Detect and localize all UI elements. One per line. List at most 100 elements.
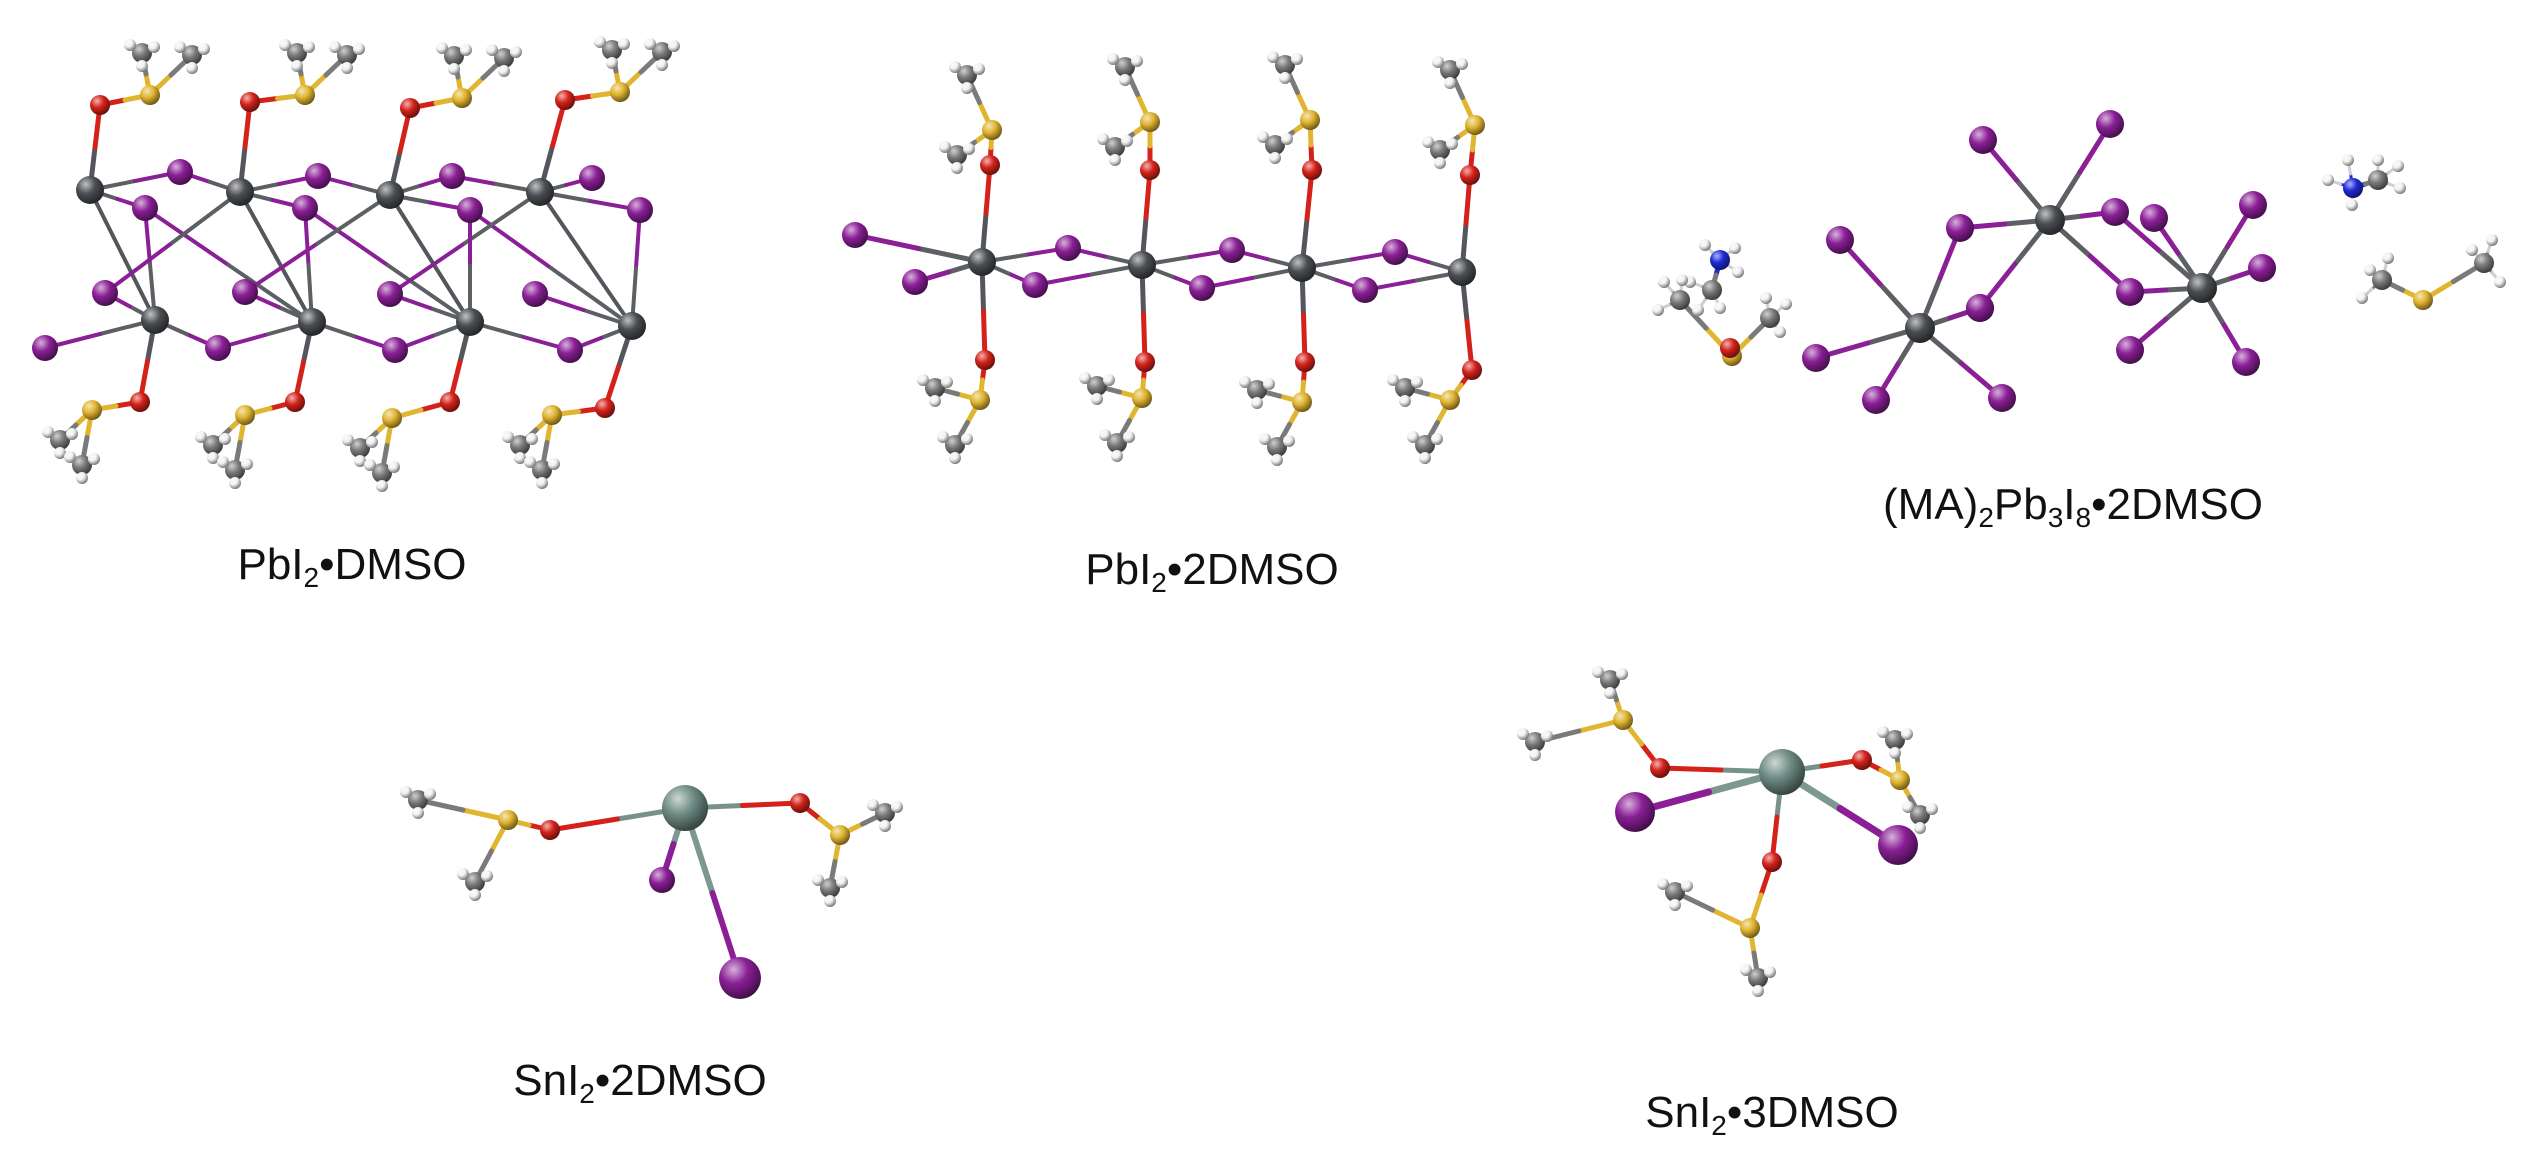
atom-h: [961, 82, 973, 94]
atom-o: [975, 350, 995, 370]
atom-c: [372, 463, 392, 483]
atom-c: [957, 65, 977, 85]
atom-h: [1431, 433, 1443, 445]
atom-i: [457, 197, 483, 223]
atom-h: [2356, 292, 2368, 304]
atom-h: [879, 820, 891, 832]
atom-c: [1430, 140, 1450, 160]
bond: [468, 208, 553, 270]
atom-i: [1615, 792, 1655, 832]
atom-h: [929, 395, 941, 407]
atom-c: [50, 430, 70, 450]
atom-c: [182, 45, 202, 65]
atom-h: [1780, 298, 1792, 310]
atom-h: [961, 433, 973, 445]
atom-s: [140, 85, 160, 105]
atom-h: [1291, 53, 1303, 65]
atom-h: [376, 480, 388, 492]
panel-sni2-2dmso: SnI2•2DMSO: [340, 700, 960, 1140]
caption-sni2-2dmso: SnI2•2DMSO: [513, 1056, 767, 1109]
atom-o: [130, 392, 150, 412]
atom-pb: [76, 176, 104, 204]
bond: [385, 263, 472, 324]
atoms: [1652, 110, 2506, 414]
atom-h: [941, 376, 953, 388]
atom-o: [1852, 750, 1872, 770]
atom-s: [295, 85, 315, 105]
atom-h: [1699, 239, 1711, 251]
atom-c: [602, 40, 622, 60]
atom-h: [1281, 133, 1293, 145]
atom-h: [939, 141, 951, 153]
atom-h: [1269, 152, 1281, 164]
atom-h: [1456, 58, 1468, 70]
atom-h: [241, 458, 253, 470]
atom-h: [656, 59, 668, 71]
atom-h: [1099, 429, 1111, 441]
atom-h: [917, 374, 929, 386]
atom-h: [891, 801, 903, 813]
caption-sni2-3dmso: SnI2•3DMSO: [1645, 1088, 1899, 1141]
atom-h: [291, 60, 303, 72]
atom-i: [719, 957, 761, 999]
atom-pb: [298, 308, 326, 336]
atom-c: [1115, 57, 1135, 77]
bond: [315, 193, 392, 246]
atom-c: [1910, 805, 1930, 825]
atom-h: [1729, 242, 1741, 254]
atoms: [400, 785, 903, 999]
atom-h: [1901, 728, 1913, 740]
atom-i: [1219, 237, 1245, 263]
atom-h: [364, 459, 376, 471]
atom-h: [448, 63, 460, 75]
atom-h: [1657, 878, 1669, 890]
atom-i: [382, 337, 408, 363]
atom-h: [644, 38, 656, 50]
atom-h: [2486, 234, 2498, 246]
atom-i: [2248, 254, 2276, 282]
atom-h: [1652, 304, 1664, 316]
atom-pb: [2187, 273, 2217, 303]
atom-i: [1862, 386, 1890, 414]
atom-h: [1079, 372, 1091, 384]
atom-pb: [968, 248, 996, 276]
atom-h: [502, 431, 514, 443]
atom-sn: [1759, 749, 1805, 795]
atom-i: [1826, 226, 1854, 254]
caption-ma2pb3i8-2dmso: (MA)2Pb3I8•2DMSO: [1883, 480, 2263, 533]
atom-s: [970, 390, 990, 410]
caption-pbi2-dmso: PbI2•DMSO: [237, 540, 467, 593]
atom-c: [465, 872, 485, 892]
atom-i: [1946, 214, 1974, 242]
atom-o: [1295, 352, 1315, 372]
atom-c: [1760, 308, 1780, 328]
atom-h: [1446, 138, 1458, 150]
atom-h: [867, 799, 879, 811]
atom-c: [72, 455, 92, 475]
atom-h: [949, 61, 961, 73]
atom-c: [945, 435, 965, 455]
bond: [463, 190, 542, 245]
atom-h: [1592, 666, 1604, 678]
atom-h: [618, 38, 630, 50]
atom-h: [1714, 302, 1726, 314]
bond: [388, 241, 467, 296]
atom-h: [1676, 274, 1688, 286]
atom-h: [526, 433, 538, 445]
atom-h: [1109, 154, 1121, 166]
bonds: [43, 40, 676, 488]
atom-c: [947, 145, 967, 165]
atom-h: [436, 42, 448, 54]
atom-h: [2372, 154, 2384, 166]
atom-h: [217, 456, 229, 468]
atom-s: [1440, 390, 1460, 410]
atom-n: [2343, 178, 2363, 198]
atom-i: [2096, 110, 2124, 138]
atom-i: [232, 279, 258, 305]
atom-h: [1434, 157, 1446, 169]
bonds: [1521, 670, 1934, 993]
atom-h: [1902, 801, 1914, 813]
atom-h: [1263, 378, 1275, 390]
atom-h: [1091, 393, 1103, 405]
atom-c: [875, 803, 895, 823]
